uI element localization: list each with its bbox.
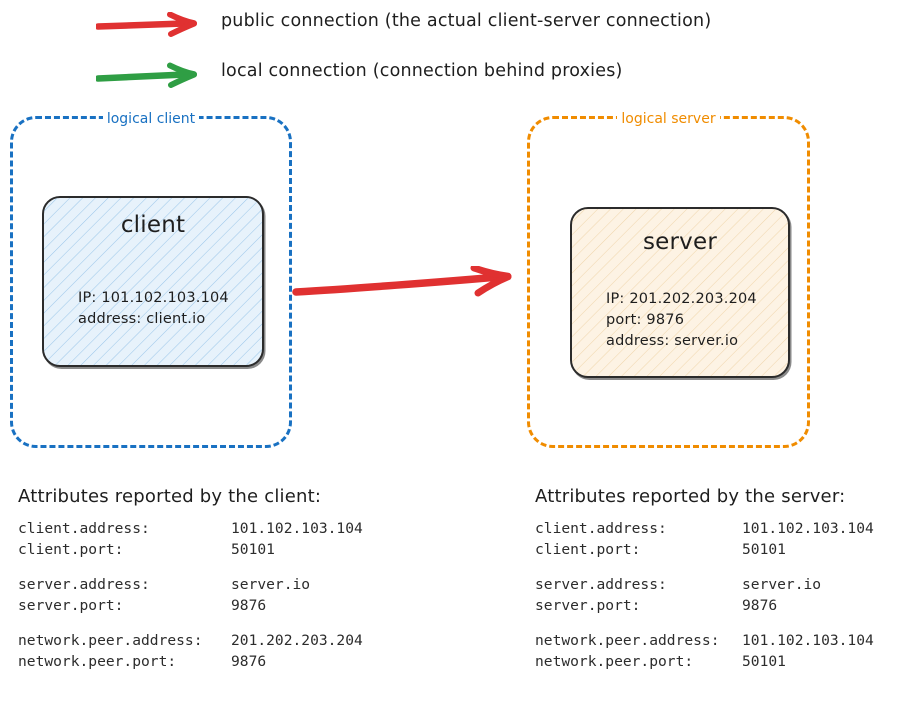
legend-item-public-connection: public connection (the actual client-ser…	[0, 8, 900, 48]
attribute-row: client.address: 101.102.103.104	[18, 518, 438, 539]
attribute-row: client.port: 50101	[18, 539, 438, 560]
attribute-value: server.io	[231, 576, 311, 593]
server-attr-group: server.address: server.io server.port: 9…	[535, 574, 900, 616]
client-node-title: client	[120, 212, 186, 238]
attribute-key: client.address:	[18, 520, 150, 537]
attribute-key: server.address:	[535, 576, 667, 593]
client-node-details: IP: 101.102.103.104 address: client.io	[78, 288, 229, 330]
client-node-detail-address: address: client.io	[78, 311, 206, 327]
attribute-row: network.peer.port: 50101	[535, 651, 900, 672]
logical-client-container: logical client	[10, 108, 292, 448]
green-arrow-icon	[96, 62, 197, 88]
attribute-row: server.address: server.io	[18, 574, 438, 595]
attribute-value: 201.202.203.204	[231, 632, 363, 649]
attribute-key: network.peer.address:	[18, 632, 203, 649]
server-node-details: IP: 201.202.203.204 port: 9876 address: …	[606, 289, 757, 352]
attribute-value: 101.102.103.104	[742, 520, 874, 537]
server-attr-group: network.peer.address: 101.102.103.104 ne…	[535, 630, 900, 672]
attribute-key: network.peer.port:	[535, 653, 694, 670]
attribute-value: 50101	[742, 653, 786, 670]
attribute-value: 9876	[742, 597, 778, 614]
attribute-key: server.port:	[18, 597, 124, 614]
logical-server-label: logical server	[617, 108, 720, 130]
client-attr-group: client.address: 101.102.103.104 client.p…	[18, 518, 438, 560]
attribute-key: server.port:	[535, 597, 641, 614]
server-node-detail-address: address: server.io	[606, 333, 739, 349]
public-connection-arrow-icon	[292, 266, 512, 297]
legend-label-local-connection: local connection (connection behind prox…	[221, 61, 623, 81]
attribute-row: client.port: 50101	[535, 539, 900, 560]
attribute-key: server.address:	[18, 576, 150, 593]
logical-server-container: logical server	[527, 108, 810, 448]
logical-client-label: logical client	[102, 108, 200, 130]
attribute-key: client.address:	[535, 520, 667, 537]
attribute-value: 101.102.103.104	[742, 632, 874, 649]
client-node[interactable]: client IP: 101.102.103.104 address: clie…	[42, 196, 264, 367]
attribute-value: 50101	[231, 541, 275, 558]
attribute-key: client.port:	[18, 541, 124, 558]
server-attributes-panel: Attributes reported by the server: clien…	[535, 484, 900, 672]
server-node[interactable]: server IP: 201.202.203.204 port: 9876 ad…	[570, 207, 790, 378]
server-attr-group: client.address: 101.102.103.104 client.p…	[535, 518, 900, 560]
attribute-value: 9876	[231, 597, 267, 614]
server-node-detail-ip: IP: 201.202.203.204	[606, 291, 757, 307]
client-attributes-heading: Attributes reported by the client:	[18, 486, 322, 507]
client-node-detail-ip: IP: 101.102.103.104	[78, 290, 229, 306]
legend-item-local-connection: local connection (connection behind prox…	[0, 58, 900, 98]
server-attributes-heading: Attributes reported by the server:	[535, 486, 846, 507]
attribute-row: server.port: 9876	[18, 595, 438, 616]
client-attr-group: network.peer.address: 201.202.203.204 ne…	[18, 630, 438, 672]
client-attr-group: server.address: server.io server.port: 9…	[18, 574, 438, 616]
attribute-key: network.peer.port:	[18, 653, 177, 670]
attribute-key: client.port:	[535, 541, 641, 558]
attribute-row: server.address: server.io	[535, 574, 900, 595]
attribute-key: network.peer.address:	[535, 632, 720, 649]
red-arrow-icon	[96, 12, 197, 37]
client-attributes-panel: Attributes reported by the client: clien…	[18, 484, 438, 672]
attribute-value: 50101	[742, 541, 786, 558]
legend-label-public-connection: public connection (the actual client-ser…	[221, 11, 712, 31]
attribute-row: server.port: 9876	[535, 595, 900, 616]
attribute-value: 9876	[231, 653, 267, 670]
attribute-row: client.address: 101.102.103.104	[535, 518, 900, 539]
attribute-value: server.io	[742, 576, 822, 593]
legend: public connection (the actual client-ser…	[0, 0, 900, 100]
attribute-row: network.peer.address: 101.102.103.104	[535, 630, 900, 651]
attribute-value: 101.102.103.104	[231, 520, 363, 537]
attribute-row: network.peer.address: 201.202.203.204	[18, 630, 438, 651]
attribute-row: network.peer.port: 9876	[18, 651, 438, 672]
server-node-title: server	[642, 229, 717, 255]
server-node-detail-port: port: 9876	[606, 312, 685, 328]
